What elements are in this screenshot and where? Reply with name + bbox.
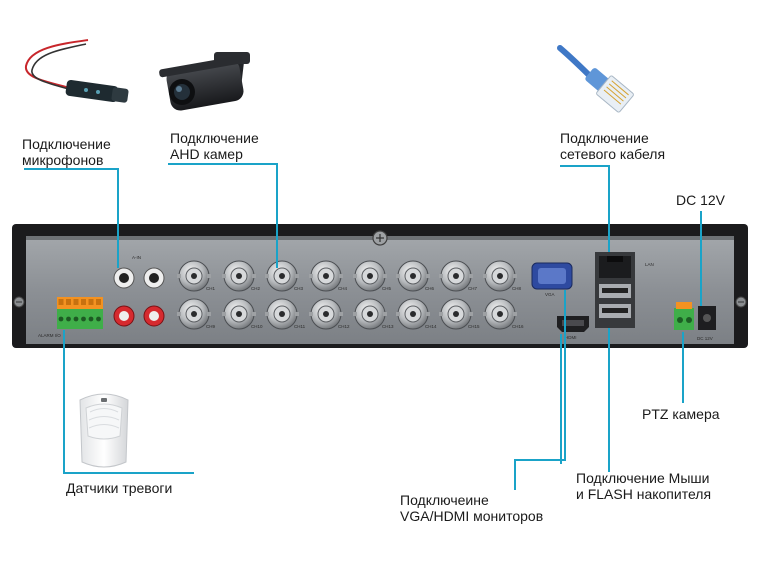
label-microphone-line1: Подключение bbox=[22, 136, 111, 152]
ptz-dc-terminals bbox=[674, 302, 716, 330]
terminal-screw bbox=[88, 316, 94, 322]
bnc-connector: CH16 bbox=[483, 298, 524, 330]
bnc-connector: CH13 bbox=[353, 298, 394, 330]
channel-label: CH15 bbox=[468, 324, 480, 329]
bnc-connector: CH7 bbox=[439, 260, 477, 292]
channel-label: CH14 bbox=[425, 324, 437, 329]
audio-jacks bbox=[113, 267, 165, 327]
leader-microphone bbox=[24, 168, 119, 268]
label-ahd-line2: AHD камер bbox=[170, 146, 243, 162]
channel-label: CH4 bbox=[338, 286, 347, 291]
lan-usb-stack bbox=[595, 252, 635, 328]
audio-in-label: A-IN bbox=[132, 255, 141, 260]
label-ptz-line1: PTZ камера bbox=[642, 406, 720, 422]
label-alarm-line1: Датчики тревоги bbox=[66, 480, 173, 496]
bnc-connector: CH5 bbox=[353, 260, 391, 292]
label-ptz: PTZ камера bbox=[642, 406, 720, 422]
label-mouse: Подключение Мыши и FLASH накопителя bbox=[576, 470, 711, 502]
channel-label: CH2 bbox=[251, 286, 260, 291]
terminal-screw bbox=[73, 316, 79, 322]
alarm-io-label: ALARM I/O bbox=[38, 333, 61, 338]
channel-label: CH5 bbox=[382, 286, 391, 291]
hdmi-label: HDMI bbox=[565, 335, 577, 340]
terminal-screw bbox=[58, 316, 64, 322]
bnc-connector: CH1 bbox=[177, 260, 215, 292]
channel-label: CH3 bbox=[294, 286, 303, 291]
label-network: Подключение сетевого кабеля bbox=[560, 130, 665, 162]
terminal-slot bbox=[81, 299, 86, 305]
bnc-connector: CH9 bbox=[177, 298, 215, 330]
bnc-connector: CH6 bbox=[396, 260, 434, 292]
lan-label: LAN bbox=[645, 262, 654, 267]
label-ahd-line1: Подключение bbox=[170, 130, 259, 146]
label-ahd: Подключение AHD камер bbox=[170, 130, 259, 162]
channel-label: CH16 bbox=[512, 324, 524, 329]
bnc-connector: CH3 bbox=[265, 260, 303, 292]
label-vga-hdmi: Подключеине VGA/HDMI мониторов bbox=[400, 492, 543, 524]
bnc-connector: CH14 bbox=[396, 298, 437, 330]
screw-icon bbox=[13, 230, 747, 308]
label-network-line1: Подключение bbox=[560, 130, 649, 146]
panel-labels: A-IN VGA LAN HDMI DC 12V ALARM I/O bbox=[38, 255, 713, 341]
terminal-slot bbox=[66, 299, 71, 305]
network-cable-icon bbox=[557, 45, 634, 113]
bnc-connector: CH4 bbox=[309, 260, 347, 292]
terminal-slot bbox=[58, 299, 64, 305]
channel-label: CH8 bbox=[512, 286, 521, 291]
dc12v-label: DC 12V bbox=[697, 336, 713, 341]
leader-lines bbox=[24, 163, 702, 490]
terminal-screw bbox=[96, 316, 101, 322]
label-alarm: Датчики тревоги bbox=[66, 480, 172, 496]
ahd-camera-icon bbox=[159, 52, 250, 111]
label-dc: DC 12V bbox=[676, 192, 725, 208]
vga-label: VGA bbox=[545, 292, 555, 297]
leader-vga bbox=[514, 290, 566, 490]
label-dc-line1: DC 12V bbox=[676, 192, 726, 208]
terminal-slot bbox=[73, 299, 79, 305]
label-microphone: Подключение микрофонов bbox=[22, 136, 111, 168]
terminal-screw bbox=[66, 316, 71, 322]
channel-label: CH9 bbox=[206, 324, 215, 329]
label-vga-hdmi-line1: Подключеине bbox=[400, 492, 489, 508]
terminal-slot bbox=[96, 299, 101, 305]
vga-port bbox=[531, 262, 573, 290]
leader-ahd bbox=[168, 163, 278, 268]
label-mouse-line1: Подключение Мыши bbox=[576, 470, 710, 486]
leader-alarm bbox=[63, 330, 194, 474]
terminal-slot bbox=[88, 299, 94, 305]
bnc-connector: CH11 bbox=[265, 298, 306, 330]
bnc-connector: CH8 bbox=[483, 260, 521, 292]
label-mouse-line2: и FLASH накопителя bbox=[576, 486, 712, 502]
bnc-connector: CH15 bbox=[439, 298, 480, 330]
channel-label: CH11 bbox=[294, 324, 306, 329]
label-network-line2: сетевого кабеля bbox=[560, 146, 666, 162]
alarm-terminal-block bbox=[57, 297, 103, 329]
label-vga-hdmi-line2: VGA/HDMI мониторов bbox=[400, 508, 544, 524]
channel-label: CH6 bbox=[425, 286, 434, 291]
bnc-connector: CH2 bbox=[222, 260, 260, 292]
channel-label: CH7 bbox=[468, 286, 477, 291]
motion-sensor-icon bbox=[79, 393, 129, 468]
label-microphone-line2: микрофонов bbox=[22, 152, 104, 168]
channel-label: CH13 bbox=[382, 324, 394, 329]
microphone-icon bbox=[24, 39, 129, 103]
bnc-connector: CH12 bbox=[309, 298, 350, 330]
hdmi-port bbox=[557, 316, 589, 332]
leader-network bbox=[560, 165, 610, 252]
channel-label: CH1 bbox=[206, 286, 215, 291]
terminal-screw bbox=[81, 316, 86, 322]
channel-label: CH12 bbox=[338, 324, 350, 329]
channel-label: CH10 bbox=[251, 324, 263, 329]
bnc-connector: CH10 bbox=[222, 298, 263, 330]
